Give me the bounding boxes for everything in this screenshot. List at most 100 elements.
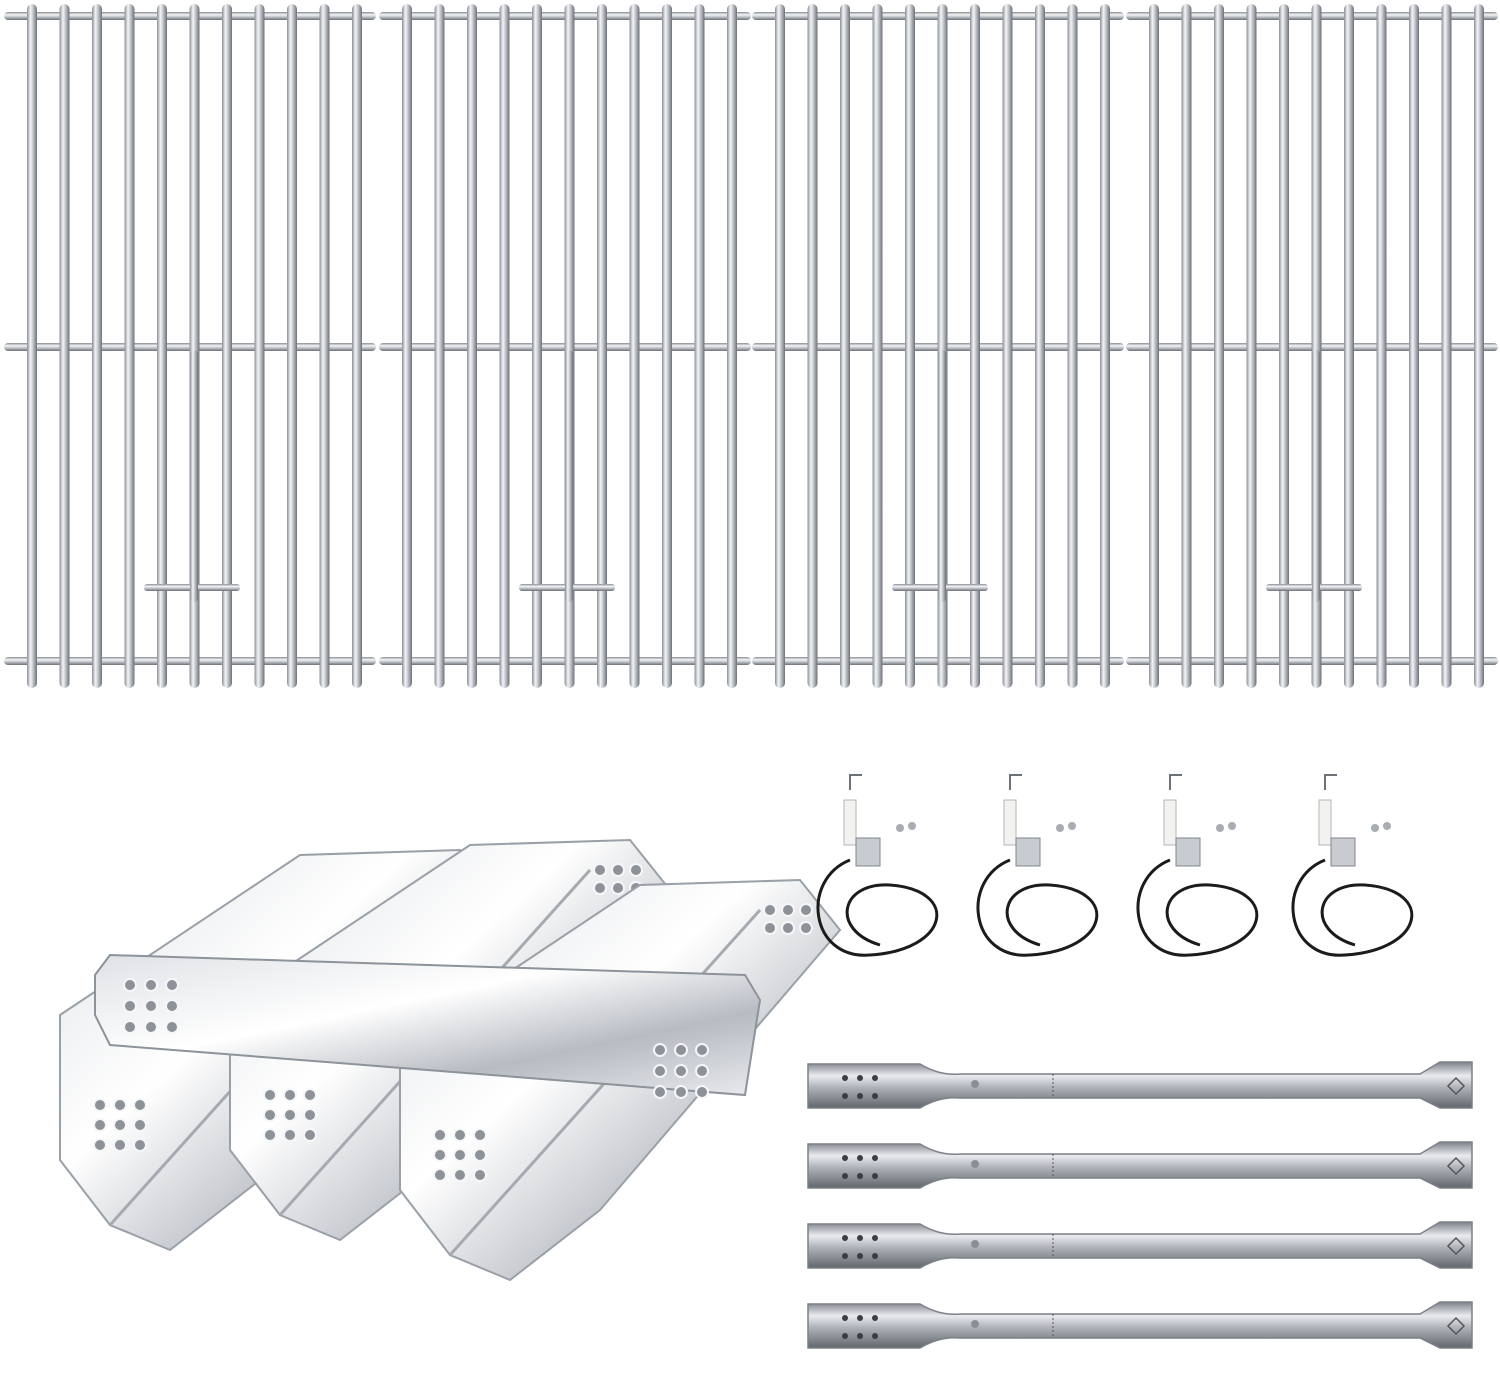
grate-rod — [92, 4, 102, 688]
vent-hole — [113, 1118, 127, 1132]
vent-hole — [303, 1108, 317, 1122]
vent-hole — [303, 1088, 317, 1102]
vent-hole — [113, 1138, 127, 1152]
vent-hole — [283, 1128, 297, 1142]
grate-rod — [222, 4, 232, 688]
mounting-bracket — [1015, 837, 1041, 867]
air-hole — [857, 1075, 863, 1081]
vent-hole — [763, 903, 777, 917]
grate — [4, 4, 376, 688]
air-hole — [857, 1315, 863, 1321]
vent-hole — [263, 1108, 277, 1122]
grate — [1126, 4, 1498, 688]
vent-hole — [283, 1088, 297, 1102]
screw — [1068, 822, 1076, 830]
grate-rod — [1002, 4, 1013, 688]
grate-rod — [1344, 4, 1354, 688]
vent-hole — [123, 999, 137, 1013]
vent-hole — [473, 1168, 487, 1182]
handle-rod — [938, 350, 946, 602]
vent-hole — [653, 1064, 667, 1078]
vent-hole — [433, 1148, 447, 1162]
vent-hole — [133, 1098, 147, 1112]
mount-slot — [1446, 1236, 1466, 1256]
vent-hole — [799, 921, 813, 935]
grate-rod — [532, 4, 542, 688]
grate-rod — [775, 4, 785, 688]
vent-hole — [433, 1128, 447, 1142]
ceramic-insulator — [843, 799, 857, 846]
screw — [1056, 824, 1064, 832]
grate-rod — [727, 4, 737, 688]
grate-rod — [872, 4, 883, 688]
vent-hole — [93, 1138, 107, 1152]
grate-rod — [499, 4, 510, 688]
vent-hole — [144, 978, 158, 992]
wire-cable — [816, 858, 939, 957]
grate-rod — [629, 4, 640, 688]
burner-tube — [807, 1061, 1473, 1109]
vent-hole — [781, 921, 795, 935]
tube-body — [807, 1061, 1473, 1109]
vent-hole — [283, 1108, 297, 1122]
air-hole — [857, 1155, 863, 1161]
air-hole — [857, 1333, 863, 1339]
cooking-grates — [4, 4, 1498, 688]
electrode — [1009, 774, 1022, 790]
air-hole — [872, 1253, 878, 1259]
air-hole — [842, 1093, 848, 1099]
vent-hole — [473, 1128, 487, 1142]
wire-cable — [1291, 858, 1414, 957]
grate-rod — [1441, 4, 1452, 688]
grate-rod — [840, 4, 850, 688]
ceramic-insulator — [1318, 799, 1332, 846]
grate-rod — [287, 4, 297, 688]
vent-hole — [629, 863, 643, 877]
rivet — [971, 1160, 979, 1168]
grate-rod — [597, 4, 607, 688]
air-hole — [872, 1235, 878, 1241]
vent-hole — [93, 1098, 107, 1112]
air-hole — [857, 1253, 863, 1259]
rivet — [971, 1080, 979, 1088]
screw — [896, 824, 904, 832]
electrode — [1169, 774, 1182, 790]
electrode — [1324, 774, 1337, 790]
vent-hole — [593, 863, 607, 877]
vent-hole — [165, 1020, 179, 1034]
vent-hole — [133, 1118, 147, 1132]
ceramic-insulator — [1003, 799, 1017, 846]
mounting-bracket — [855, 837, 881, 867]
vent-hole — [695, 1064, 709, 1078]
igniter — [1291, 774, 1414, 957]
grate-rod — [1409, 4, 1419, 688]
grate-rod — [1181, 4, 1192, 688]
vent-hole — [674, 1064, 688, 1078]
air-hole — [872, 1315, 878, 1321]
grate-rod — [1246, 4, 1257, 688]
grate — [752, 4, 1124, 688]
grate-rod — [807, 4, 818, 688]
electrode — [849, 774, 862, 790]
grate-rod — [402, 4, 412, 688]
grate-rod — [905, 4, 915, 688]
vent-hole — [653, 1043, 667, 1057]
wire-cable — [1136, 858, 1259, 957]
handle-rod — [1312, 350, 1320, 602]
burner-tube — [807, 1141, 1473, 1189]
screw — [1228, 822, 1236, 830]
vent-hole — [781, 903, 795, 917]
rivet — [971, 1240, 979, 1248]
grate-rod — [1279, 4, 1289, 688]
burner-tube — [807, 1221, 1473, 1269]
grate-rod — [59, 4, 70, 688]
grate-rod — [1100, 4, 1110, 688]
mounting-bracket — [1175, 837, 1201, 867]
plate-body — [94, 953, 762, 1097]
air-hole — [842, 1075, 848, 1081]
grate-rod — [1376, 4, 1387, 688]
vent-hole — [144, 999, 158, 1013]
grate-rod — [1035, 4, 1045, 688]
vent-hole — [453, 1148, 467, 1162]
